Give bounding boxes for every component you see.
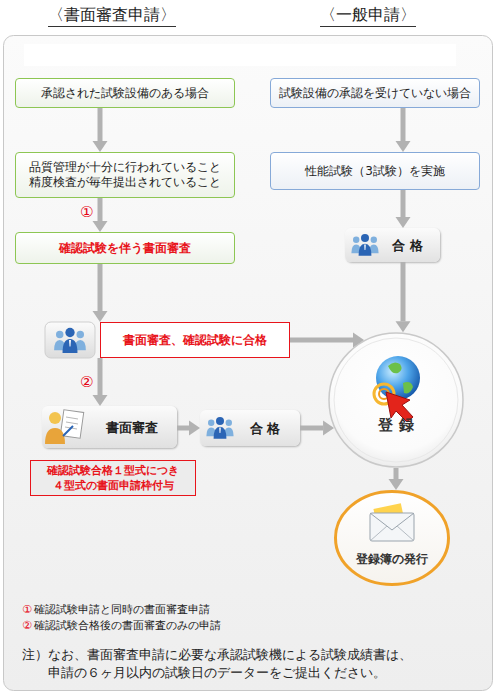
node-text: 書面審査、確認試験に合格 xyxy=(100,322,290,358)
ellipse-outline xyxy=(336,492,449,585)
footnote: 注）なお、書面審査申請に必要な承認試験機による試験成績書は、 申請の６ヶ月以内の… xyxy=(22,646,492,682)
circle-outline xyxy=(328,332,464,468)
globe-icon xyxy=(374,356,420,422)
flow-arrow xyxy=(98,264,103,311)
footnote-number: ② xyxy=(22,619,32,633)
ellipse-outline xyxy=(334,490,450,586)
people-icon xyxy=(206,417,233,439)
flow-arrow xyxy=(98,108,103,141)
envelope-fold xyxy=(370,526,414,541)
person-body xyxy=(45,428,65,444)
process-box: 確認試験を伴う書面審査 xyxy=(15,232,235,264)
footnote-text: 確認試験合格後の書面審査のみの申請 xyxy=(34,619,221,633)
flow-arrow xyxy=(394,468,399,479)
cursor-arrow xyxy=(386,392,413,422)
flow-arrow xyxy=(300,426,323,431)
target-ring xyxy=(374,384,394,404)
node-text: 品質管理が十分に行われていること 精度検査が毎年提出されていること xyxy=(16,160,234,190)
globe-shape xyxy=(376,356,420,400)
target-ring xyxy=(379,389,389,399)
registration-circle: 登 録 xyxy=(328,332,464,468)
envelope-body xyxy=(370,513,414,541)
column-heading: 〈書面審査申請〉 xyxy=(48,5,176,27)
people-icon xyxy=(54,328,86,353)
node-text: 試験設備の承認を受けていない場合 xyxy=(279,86,471,101)
process-box: 性能試験（3試験）を実施 xyxy=(270,152,480,190)
node-text: 確認試験合格１型式につき ４型式の書面申請枠付与 xyxy=(35,463,191,493)
circle-outline xyxy=(329,333,463,467)
footnote-text: 確認試験申請と同時の書面審査申請 xyxy=(34,603,210,617)
output-ellipse: 登録簿の発行 xyxy=(334,490,450,586)
condition-box: 承認された試験設備のある場合 xyxy=(15,78,235,108)
person-head xyxy=(49,412,61,424)
reviewer-icon xyxy=(45,410,84,444)
paper-shape xyxy=(373,503,404,526)
people-icon xyxy=(351,234,378,256)
paper-shape xyxy=(60,410,83,439)
footnote-number: ① xyxy=(22,603,32,617)
condition-box: 試験設備の承認を受けていない場合 xyxy=(270,78,480,108)
flow-arrow xyxy=(401,190,406,217)
node-text: 確認試験を伴う書面審査 xyxy=(59,241,191,256)
icon-tile-box xyxy=(45,322,95,358)
envelope-icon xyxy=(370,503,414,541)
column-heading: 〈一般申請〉 xyxy=(320,5,416,27)
result-box: 合 格 xyxy=(200,410,300,446)
node-text: 書面審査 xyxy=(106,420,158,435)
process-box: 書面審査 xyxy=(42,406,177,448)
flow-arrow xyxy=(401,262,406,321)
node-text: 登 録 xyxy=(378,418,413,433)
land-shape xyxy=(403,382,413,393)
node-text: 性能試験（3試験）を実施 xyxy=(305,164,445,179)
background-panel xyxy=(4,36,493,691)
pen-shape xyxy=(63,426,73,436)
flow-arrow xyxy=(98,358,103,395)
result-box: 合 格 xyxy=(345,228,440,262)
paper-lines xyxy=(65,417,78,429)
node-text: 承認された試験設備のある場合 xyxy=(41,86,209,101)
result-box: 書面審査、確認試験に合格 xyxy=(45,322,290,358)
flow-arrow xyxy=(290,338,353,343)
callout-number: ① xyxy=(80,203,93,221)
callout-number: ② xyxy=(80,373,93,391)
requirement-box: 品質管理が十分に行われていること 精度検査が毎年提出されていること xyxy=(15,152,235,198)
note-box: 確認試験合格１型式につき ４型式の書面申請枠付与 xyxy=(30,460,196,496)
flow-arrow xyxy=(401,108,406,141)
flow-arrow xyxy=(177,426,189,431)
flow-arrow xyxy=(98,198,103,221)
node-text: 登録簿の発行 xyxy=(356,552,428,567)
node-text: 合 格 xyxy=(392,238,423,253)
envelope-flap xyxy=(370,513,414,530)
icon-tile xyxy=(45,322,95,358)
blank-bar xyxy=(24,44,456,66)
circle-inner-ring xyxy=(334,338,458,462)
land-shape xyxy=(388,362,402,373)
node-text: 合 格 xyxy=(250,421,281,436)
